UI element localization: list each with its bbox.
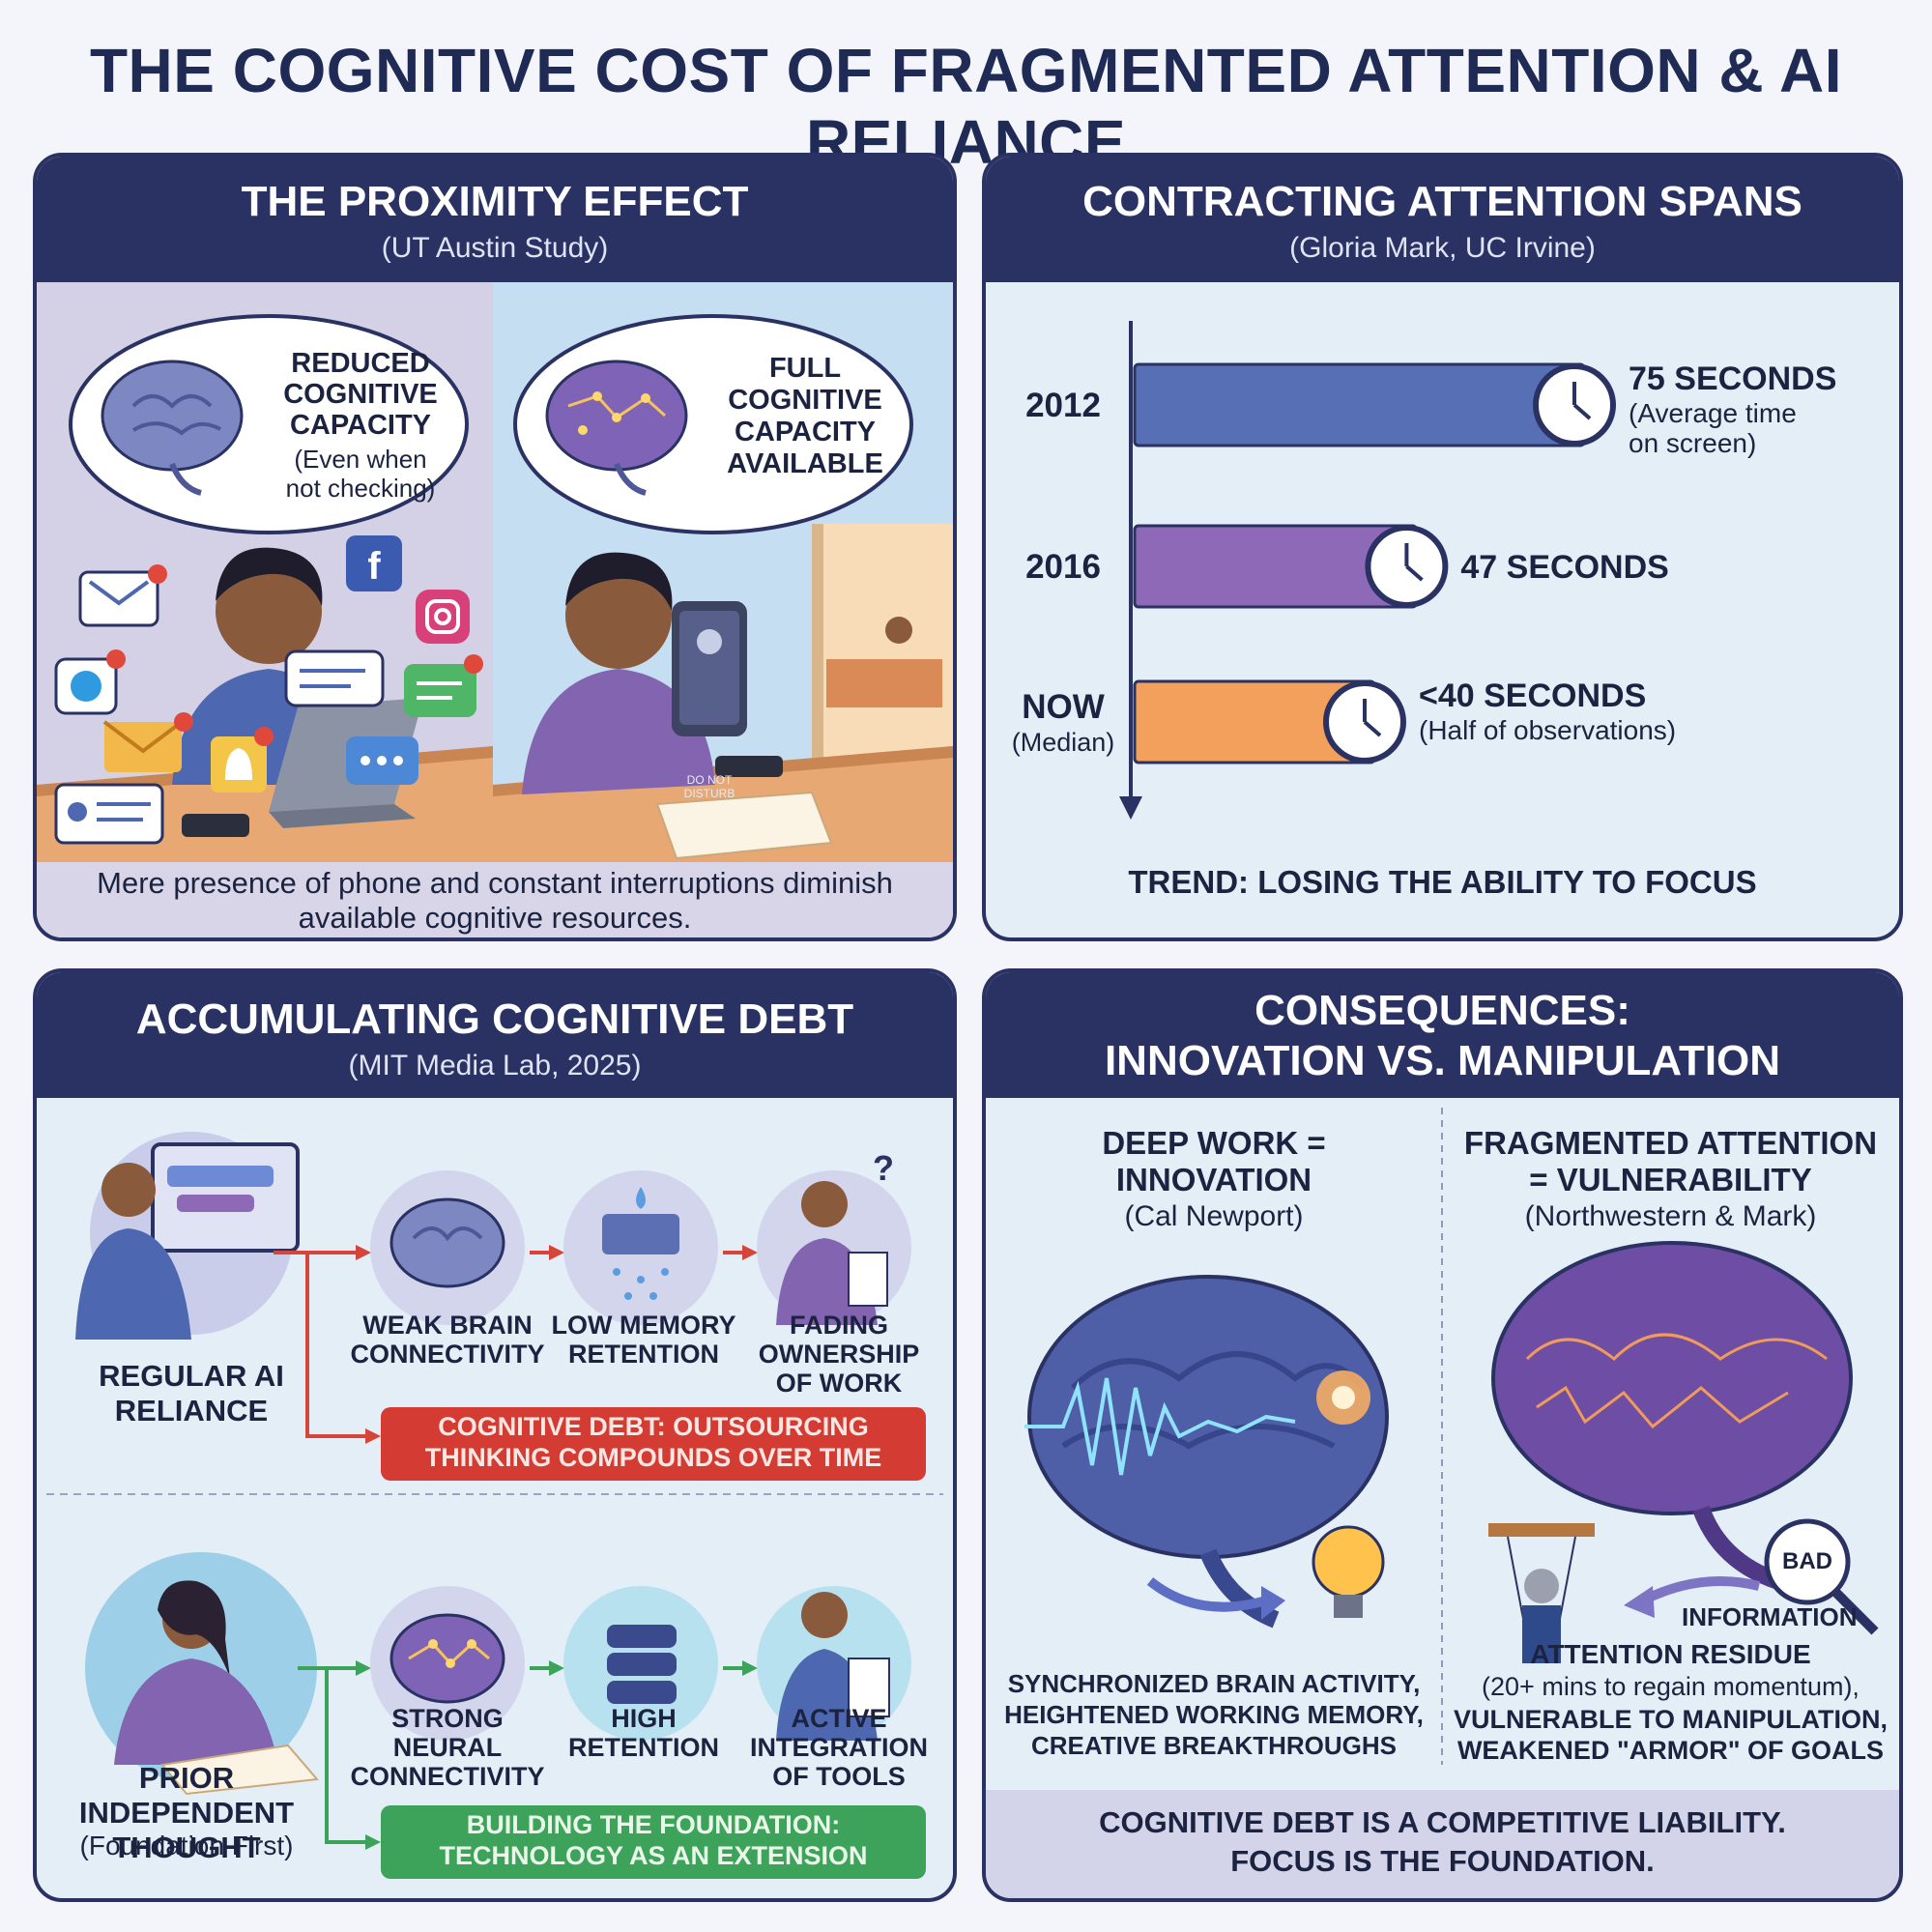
left-thought-bubble: REDUCED COGNITIVE CAPACITY (Even when no… (66, 309, 472, 539)
message-icon (404, 654, 483, 717)
bar-value-label: 75 SECONDS (1629, 360, 1836, 397)
consequences-panel: CONSEQUENCES: INNOVATION VS. MANIPULATIO… (982, 968, 1903, 1902)
debt-panel: ACCUMULATING COGNITIVE DEBT (MIT Media L… (33, 968, 957, 1902)
consequences-footer: COGNITIVE DEBT IS A COMPETITIVE LIABILIT… (986, 1790, 1899, 1898)
bar-year-note: (Median) (1012, 728, 1115, 757)
proximity-subtitle: (UT Austin Study) (381, 232, 609, 264)
attention-subtitle: (Gloria Mark, UC Irvine) (1289, 232, 1596, 264)
bottom-step-3: ACTIVE INTEGRATION OF TOOLS (750, 1704, 928, 1791)
right-thought-bubble: FULL COGNITIVE CAPACITY AVAILABLE (510, 309, 916, 539)
twitter-icon (54, 649, 126, 715)
database-icon (607, 1625, 677, 1704)
top-person-label: REGULAR AI RELIANCE (99, 1359, 284, 1427)
right-bubble-text: FULL COGNITIVE CAPACITY AVAILABLE (727, 353, 883, 479)
magnifier-icon (1764, 1518, 1879, 1635)
residue-title: ATTENTION RESIDUE (1530, 1639, 1811, 1669)
proximity-caption: Mere presence of phone and constant inte… (37, 862, 953, 937)
leaking-storage-icon (602, 1187, 679, 1300)
left-bubble-title: REDUCED COGNITIVE CAPACITY (283, 348, 438, 441)
foundation-banner: BUILDING THE FOUNDATION: TECHNOLOGY AS A… (381, 1805, 926, 1879)
left-bubble-note: (Even when not checking) (285, 445, 436, 503)
bar-value-label: 47 SECONDS (1460, 549, 1668, 586)
phone-icon (182, 814, 249, 837)
confused-person-icon: ? (776, 1148, 894, 1325)
bottom-person-label: PRIOR INDEPENDENT THOUGHT (78, 1761, 295, 1864)
residue-note: (20+ mins to regain momentum), (1482, 1672, 1860, 1701)
bottom-person-note: (Foundation First) (79, 1831, 294, 1860)
top-step-2: LOW MEMORY RETENTION (551, 1311, 736, 1369)
bottom-step-2: HIGH RETENTION (567, 1704, 719, 1762)
residue-outcomes: VULNERABLE TO MANIPULATION, WEAKENED "AR… (1454, 1705, 1888, 1765)
deep-work-source: (Cal Newport) (1124, 1200, 1304, 1232)
bar-note: (Half of observations) (1419, 715, 1676, 745)
proximity-panel: THE PROXIMITY EFFECT (UT Austin Study) f (33, 153, 957, 941)
timeline-arrow-icon (1119, 796, 1142, 820)
focused-illustration (493, 524, 953, 862)
envelope-icon (78, 564, 167, 627)
bar-year-label: 2012 (1025, 387, 1101, 424)
fragmented-source: (Northwestern & Mark) (1524, 1200, 1817, 1232)
more-icon (346, 736, 418, 785)
lightbulb-icon (1312, 1525, 1385, 1618)
dim-brain-icon (101, 360, 244, 496)
attention-panel: CONTRACTING ATTENTION SPANS (Gloria Mark… (982, 153, 1903, 941)
debt-subtitle: (MIT Media Lab, 2025) (348, 1050, 642, 1081)
consequences-illustrations (1024, 1108, 1879, 1765)
bad-label: BAD (1782, 1548, 1832, 1574)
clock-hand (1363, 720, 1382, 737)
page-title: THE COGNITIVE COST OF FRAGMENTED ATTENTI… (89, 36, 1843, 177)
attention-header: CONTRACTING ATTENTION SPANS (Gloria Mark… (986, 157, 1899, 282)
distracted-illustration: f (37, 535, 493, 862)
consequences-title: CONSEQUENCES: INNOVATION VS. MANIPULATIO… (1104, 987, 1781, 1084)
bell-icon (211, 727, 274, 793)
top-step-3: FADING OWNERSHIP OF WORK (758, 1311, 920, 1398)
puppet-icon (1488, 1523, 1595, 1663)
svg-text:f: f (367, 545, 381, 588)
mail-icon (102, 712, 193, 772)
instagram-icon (416, 590, 470, 644)
bar-note: (Average time (1629, 398, 1797, 428)
clock-hand (1572, 403, 1592, 420)
fragmented-brain-icon (1491, 1241, 1853, 1590)
facebook-icon: f (346, 535, 402, 591)
bar-value-label: <40 SECONDS (1419, 678, 1646, 714)
information-label: INFORMATION (1682, 1602, 1858, 1631)
debt-header: ACCUMULATING COGNITIVE DEBT (MIT Media L… (37, 972, 953, 1098)
debt-illustrations: ? (46, 1132, 943, 1850)
attention-bar (1133, 362, 1586, 447)
cognitive-debt-banner: COGNITIVE DEBT: OUTSOURCING THINKING COM… (381, 1407, 926, 1481)
contact-icon (54, 783, 164, 845)
debt-title: ACCUMULATING COGNITIVE DEBT (135, 995, 854, 1043)
weak-brain-icon (389, 1197, 505, 1288)
active-person-icon (776, 1592, 890, 1741)
chat-icon (284, 649, 385, 707)
bar-note: on screen) (1629, 428, 1756, 458)
svg-text:?: ? (873, 1148, 894, 1188)
glowing-brain-icon (545, 360, 688, 496)
notebook-icon (160, 1744, 319, 1796)
proximity-title: THE PROXIMITY EFFECT (241, 178, 749, 225)
bottom-step-1: STRONG NEURAL CONNECTIVITY (350, 1704, 545, 1791)
bar-year-label: NOW (1022, 688, 1105, 726)
consequences-header: CONSEQUENCES: INNOVATION VS. MANIPULATIO… (986, 972, 1899, 1098)
bar-year-label: 2016 (1025, 548, 1101, 586)
fragmented-heading: FRAGMENTED ATTENTION = VULNERABILITY (1463, 1125, 1878, 1197)
deep-work-outcomes: SYNCHRONIZED BRAIN ACTIVITY, HEIGHTENED … (1004, 1669, 1424, 1760)
proximity-header: THE PROXIMITY EFFECT (UT Austin Study) (37, 157, 953, 282)
trend-label: TREND: LOSING THE ABILITY TO FOCUS (1128, 864, 1757, 900)
strong-brain-icon (389, 1613, 505, 1704)
attention-title: CONTRACTING ATTENTION SPANS (1082, 178, 1802, 225)
do-not-disturb-label: DO NOT DISTURB (683, 773, 735, 800)
top-step-1: WEAK BRAIN CONNECTIVITY (350, 1311, 545, 1369)
deep-work-heading: DEEP WORK = INNOVATION (1102, 1125, 1326, 1197)
clock-hand (1405, 564, 1424, 582)
